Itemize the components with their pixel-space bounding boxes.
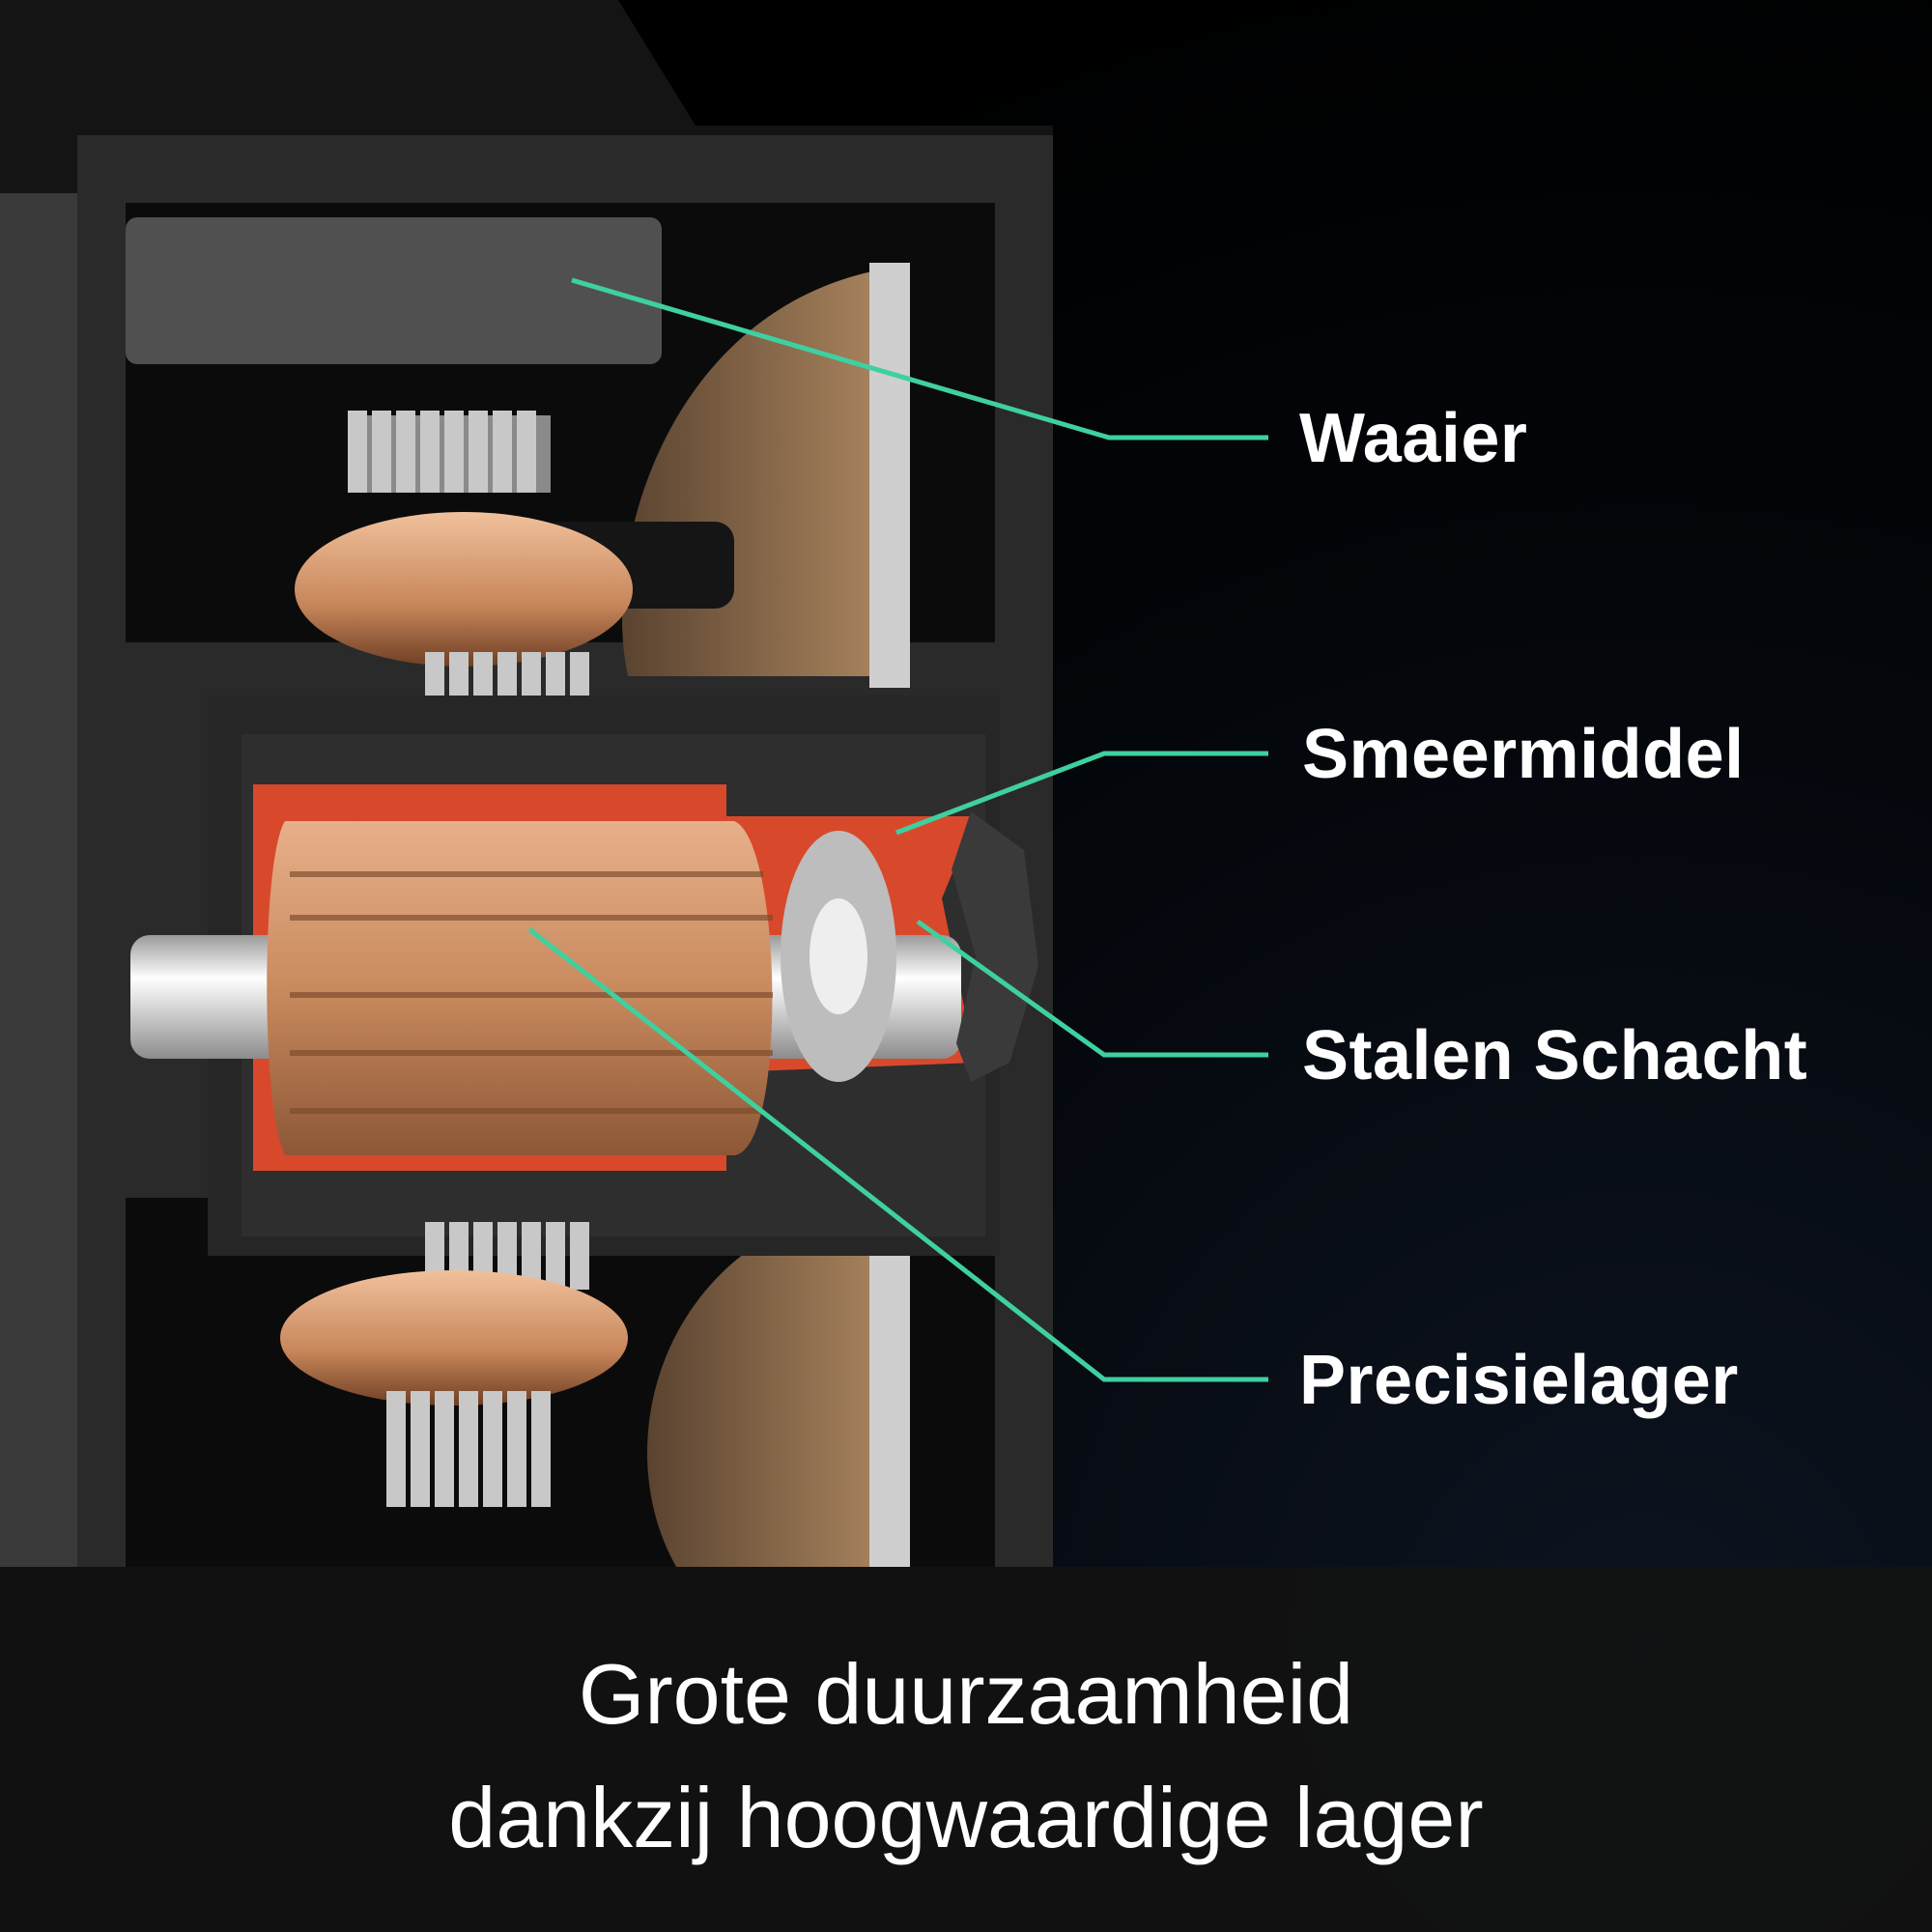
rotor <box>267 821 773 1155</box>
caption-bar: Grote duurzaamheid dankzij hoogwaardige … <box>0 1567 1932 1932</box>
callout-line-smeermiddel <box>895 751 1268 836</box>
caption-line-1: Grote duurzaamheid <box>578 1646 1354 1742</box>
callout-line-precisielager <box>527 927 1268 1382</box>
lower-coil <box>280 1270 628 1406</box>
caption-line-2: dankzij hoogwaardige lager <box>448 1770 1484 1865</box>
callout-label-precisielager: Precisielager <box>1299 1342 1739 1419</box>
callout-line-waaier <box>571 277 1268 440</box>
callout-label-waaier: Waaier <box>1299 400 1528 477</box>
callout-line-stalen-schacht <box>916 919 1268 1058</box>
upper-coil <box>295 512 633 667</box>
fan-disk-edge <box>869 263 910 688</box>
magnet <box>126 217 662 364</box>
callout-label-stalen-schacht: Stalen Schacht <box>1302 1017 1808 1094</box>
bearing-cap <box>952 811 1038 1082</box>
callout-label-smeermiddel: Smeermiddel <box>1302 716 1745 793</box>
